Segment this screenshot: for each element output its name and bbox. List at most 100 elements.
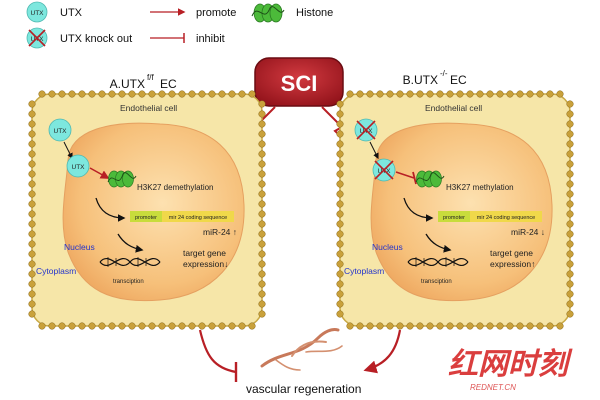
panel-b-utx-top-label: UTX xyxy=(360,128,374,135)
membrane-bead xyxy=(426,322,434,330)
membrane-bead xyxy=(566,260,574,268)
membrane-bead xyxy=(566,150,574,158)
membrane-bead xyxy=(258,200,266,208)
membrane-bead xyxy=(28,200,36,208)
membrane-bead xyxy=(258,310,266,318)
panel-b-inhibit-arrow xyxy=(395,171,415,179)
membrane-bead xyxy=(58,322,66,330)
membrane-bead xyxy=(336,300,344,308)
membrane-bead xyxy=(98,322,106,330)
membrane-bead xyxy=(546,322,554,330)
panel-b-coding-box xyxy=(470,211,542,222)
panel-b-gene-bar: promoter mir 24 coding sequence xyxy=(438,211,542,222)
panel-b-target-line2: expression↑ xyxy=(490,259,535,269)
watermark-sub: REDNET.CN xyxy=(470,383,516,392)
membrane-bead xyxy=(258,120,266,128)
membrane-bead xyxy=(566,190,574,198)
membrane-bead xyxy=(526,90,534,98)
membrane-bead xyxy=(356,322,364,330)
membrane-bead xyxy=(336,310,344,318)
svg-text:EC: EC xyxy=(450,73,467,87)
membrane-bead xyxy=(178,90,186,98)
panel-b-target-line1: target gene xyxy=(490,248,533,258)
membrane-bead xyxy=(436,90,444,98)
utx-icon xyxy=(26,1,48,23)
panel-b-transcription-label: transciption xyxy=(421,279,452,285)
legend-utx-knockout-item: UTX UTX knock out xyxy=(26,27,132,49)
membrane-bead xyxy=(28,190,36,198)
membrane-bead xyxy=(68,322,76,330)
panel-b-cytoplasm-label: Cytoplasm xyxy=(344,266,384,276)
panel-a-utx-nuclear-icon xyxy=(66,154,90,178)
membrane-bead xyxy=(476,322,484,330)
membrane-bead xyxy=(108,90,116,98)
membrane-bead xyxy=(566,180,574,188)
membrane-bead xyxy=(336,260,344,268)
panel-a-cytoplasm-label: Cytoplasm xyxy=(36,266,76,276)
membrane-bead xyxy=(118,322,126,330)
membrane-bead xyxy=(376,90,384,98)
panel-a-transcription-label: transciption xyxy=(113,279,144,285)
svg-text:f/f: f/f xyxy=(147,73,154,82)
panel-a-gene-bar: promoter mir 24 coding sequence xyxy=(130,211,234,222)
membrane-bead xyxy=(556,90,564,98)
membrane-bead xyxy=(258,210,266,218)
membrane-bead xyxy=(466,322,474,330)
membrane-bead xyxy=(258,130,266,138)
membrane-bead xyxy=(28,250,36,258)
panel-a-methylation-label: H3K27 demethylation xyxy=(137,183,214,192)
legend-promote-item: promote xyxy=(150,7,236,19)
membrane-bead xyxy=(48,322,56,330)
panel-b-cell: Endothelial cell UTX UTX H3K27 methylati… xyxy=(336,90,574,330)
membrane-bead xyxy=(28,120,36,128)
membrane-bead xyxy=(188,90,196,98)
membrane-bead xyxy=(258,230,266,238)
membrane-bead xyxy=(336,140,344,148)
membrane-bead xyxy=(28,300,36,308)
panel-a-promote-arrow xyxy=(89,167,110,179)
membrane-bead xyxy=(416,322,424,330)
svg-text:promoter: promoter xyxy=(443,215,465,221)
membrane-bead xyxy=(376,322,384,330)
membrane-bead xyxy=(466,90,474,98)
membrane-bead xyxy=(208,322,216,330)
membrane-bead xyxy=(476,90,484,98)
membrane-bead xyxy=(486,90,494,98)
membrane-bead xyxy=(336,120,344,128)
membrane-bead xyxy=(198,322,206,330)
membrane-bead xyxy=(28,230,36,238)
membrane-bead xyxy=(238,322,246,330)
membrane-bead xyxy=(258,140,266,148)
svg-text:promoter: promoter xyxy=(135,215,157,221)
membrane-bead xyxy=(566,210,574,218)
membrane-bead xyxy=(28,220,36,228)
membrane-bead xyxy=(336,280,344,288)
membrane-bead xyxy=(258,220,266,228)
membrane-bead xyxy=(346,90,354,98)
panel-b-promoter-box xyxy=(438,211,470,222)
membrane-bead xyxy=(566,200,574,208)
membrane-bead xyxy=(158,322,166,330)
membrane-bead xyxy=(38,90,46,98)
membrane-bead xyxy=(496,90,504,98)
membrane-bead xyxy=(128,322,136,330)
panel-b-dna-helix-icon xyxy=(407,257,469,267)
membrane-bead xyxy=(386,322,394,330)
membrane-bead xyxy=(506,90,514,98)
membrane-bead xyxy=(28,270,36,278)
membrane-bead xyxy=(456,90,464,98)
membrane-bead xyxy=(336,240,344,248)
membrane-bead xyxy=(486,322,494,330)
inhibit-arrow-from-a xyxy=(198,329,237,374)
legend-histone-label: Histone xyxy=(296,7,333,19)
membrane-bead xyxy=(128,90,136,98)
svg-text:UTX: UTX xyxy=(31,10,45,17)
membrane-bead xyxy=(406,322,414,330)
svg-text:EC: EC xyxy=(160,77,177,91)
membrane-bead xyxy=(566,310,574,318)
membrane-bead xyxy=(416,90,424,98)
legend-utx-label: UTX xyxy=(60,7,83,19)
membrane-bead xyxy=(28,290,36,298)
membrane-bead xyxy=(218,90,226,98)
membrane-bead xyxy=(566,300,574,308)
